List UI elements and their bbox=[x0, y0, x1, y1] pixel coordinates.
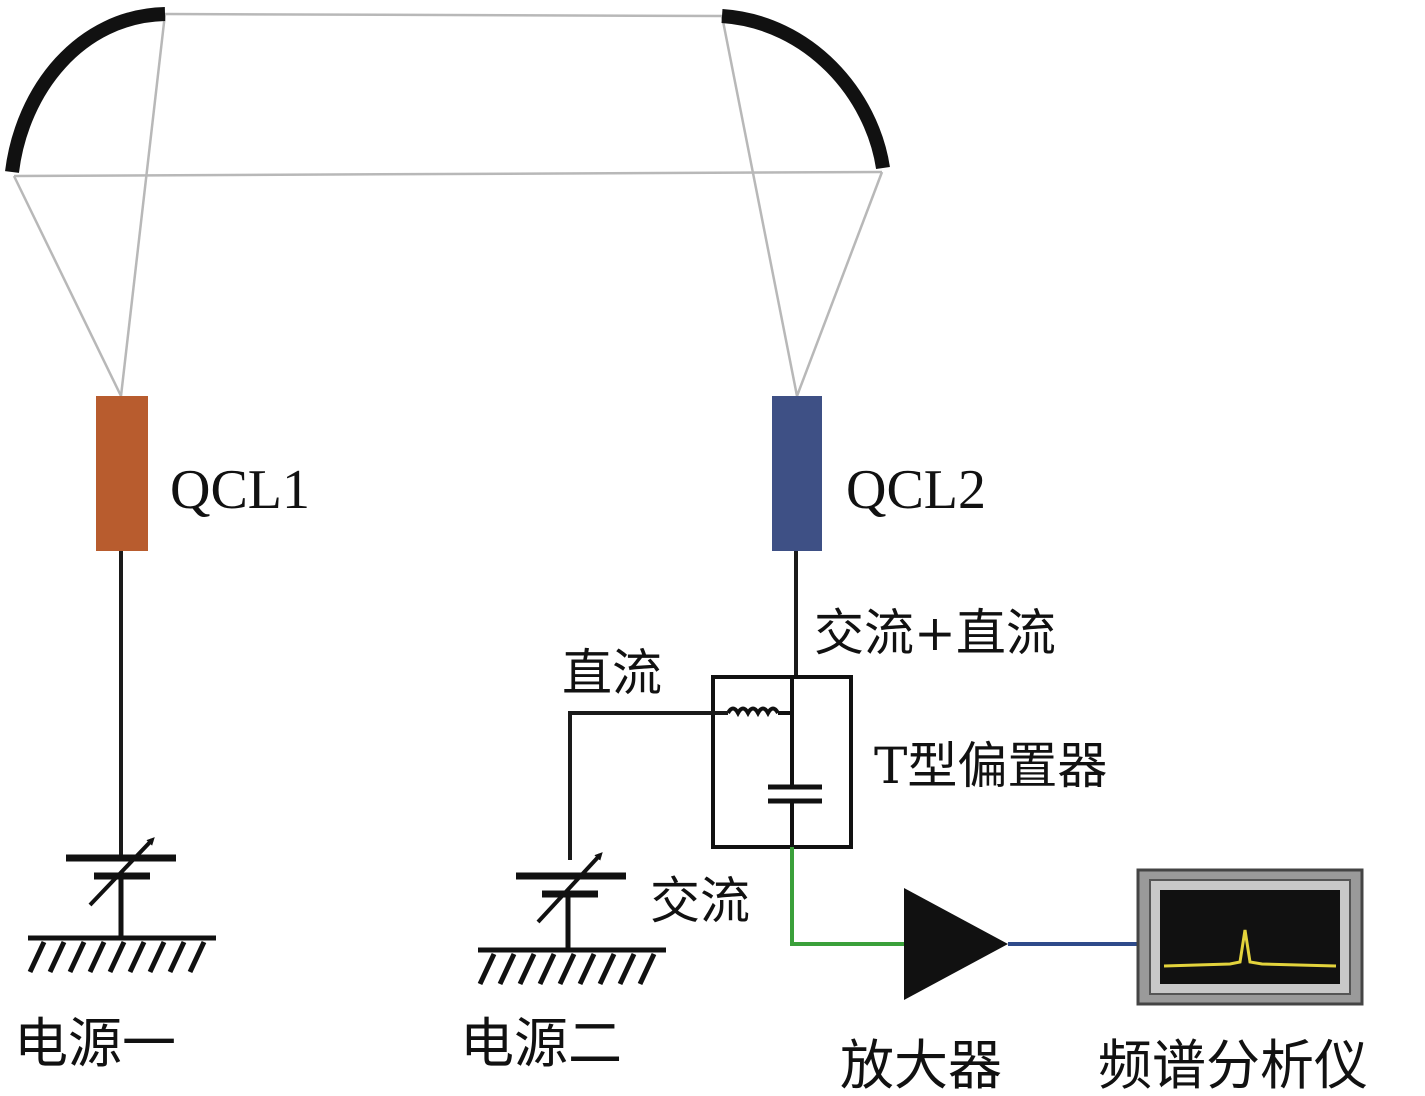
spectrum-analyzer-label: 频谱分析仪 bbox=[1098, 1034, 1368, 1096]
ground-hatch-icon bbox=[477, 947, 666, 986]
bias-tee-label: T型偏置器 bbox=[874, 737, 1107, 795]
beam-top bbox=[164, 12, 723, 18]
dc-label: 直流 bbox=[562, 644, 662, 702]
ac-dc-label: 交流+直流 bbox=[814, 604, 1056, 662]
beam-qcl2-left bbox=[720, 15, 799, 397]
spectrum-trace bbox=[1163, 929, 1337, 968]
beam-bottom bbox=[13, 170, 883, 178]
dc-wire bbox=[568, 711, 728, 860]
ground-hatch-icon bbox=[27, 935, 216, 974]
bias-tee-box bbox=[711, 675, 853, 849]
qcl1-laser bbox=[96, 396, 148, 551]
optical-beams bbox=[12, 12, 884, 397]
qcl2-label: QCL2 bbox=[846, 459, 986, 521]
amplifier-label: 放大器 bbox=[840, 1034, 1002, 1096]
ac-signal-wire bbox=[790, 847, 904, 946]
parabolic-mirror-icon bbox=[5, 7, 166, 173]
capacitor-icon bbox=[768, 784, 822, 804]
beam-qcl1-left bbox=[12, 175, 123, 397]
beam-qcl1-right bbox=[119, 13, 167, 397]
triangle-amplifier-icon bbox=[904, 888, 1008, 1000]
analyzer-screen bbox=[1160, 890, 1340, 984]
beam-qcl2-right bbox=[795, 171, 884, 397]
inductor-coil-icon bbox=[726, 706, 792, 718]
qcl1-label: QCL1 bbox=[170, 459, 310, 521]
power2-label: 电源二 bbox=[460, 1012, 622, 1075]
parabolic-mirror-icon bbox=[721, 9, 890, 170]
ac-label: 交流 bbox=[650, 872, 750, 930]
spectrum-analyzer bbox=[1136, 868, 1364, 1006]
power1-label: 电源一 bbox=[14, 1012, 176, 1075]
qcl2-laser bbox=[772, 396, 822, 551]
variable-dc-source-icon bbox=[516, 852, 626, 950]
variable-dc-source-icon bbox=[66, 837, 176, 938]
